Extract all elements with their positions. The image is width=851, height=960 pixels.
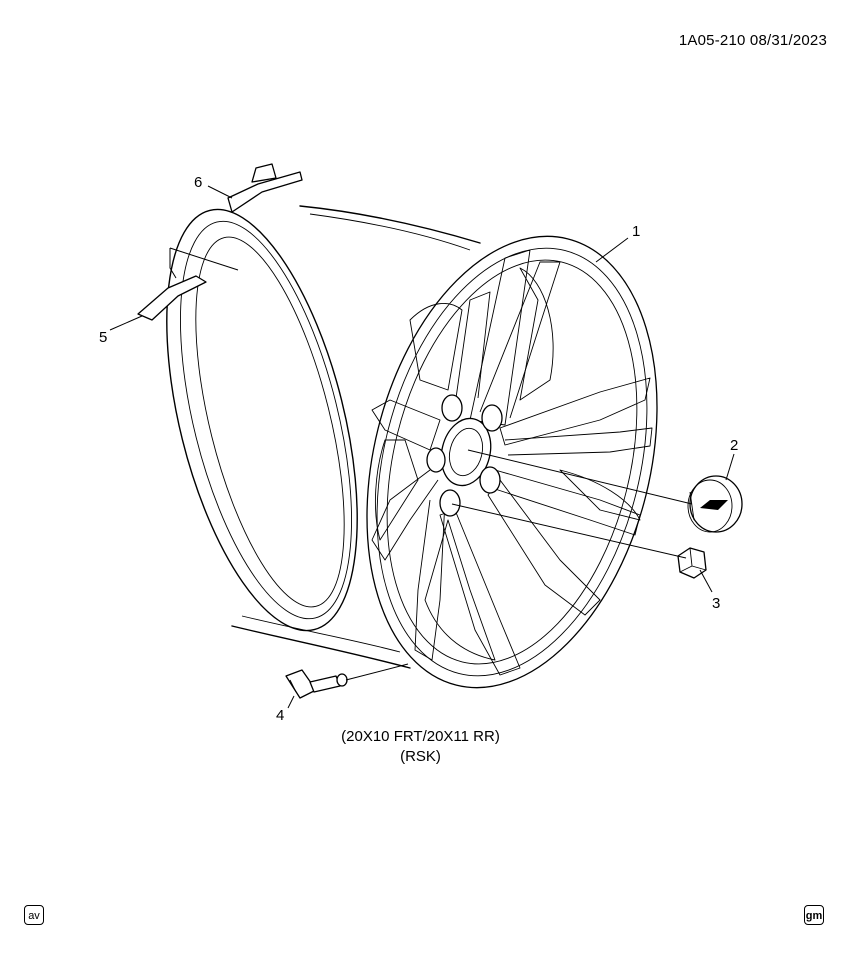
leader-lines — [109, 185, 735, 709]
callout-1: 1 — [632, 223, 640, 240]
callout-2: 2 — [730, 437, 738, 454]
lug-nut — [677, 547, 707, 579]
av-badge: av — [24, 905, 44, 925]
wheel-face — [366, 235, 658, 689]
drawing-id-date: 1A05-210 08/31/2023 — [678, 32, 827, 49]
callout-4: 4 — [276, 707, 284, 724]
caption-option-code: (RSK) — [400, 748, 441, 765]
adhesive-weight — [137, 247, 239, 321]
gm-logo-badge: gm — [804, 905, 824, 925]
callout-3: 3 — [712, 595, 720, 612]
center-cap — [687, 475, 743, 533]
balance-weight-clip — [227, 163, 303, 213]
callout-6: 6 — [194, 174, 202, 191]
wheel-barrel — [166, 205, 481, 669]
caption-wheel-size: (20X10 FRT/20X11 RR) — [341, 728, 500, 745]
tpms-valve-sensor — [285, 669, 348, 699]
callout-5: 5 — [99, 329, 107, 346]
